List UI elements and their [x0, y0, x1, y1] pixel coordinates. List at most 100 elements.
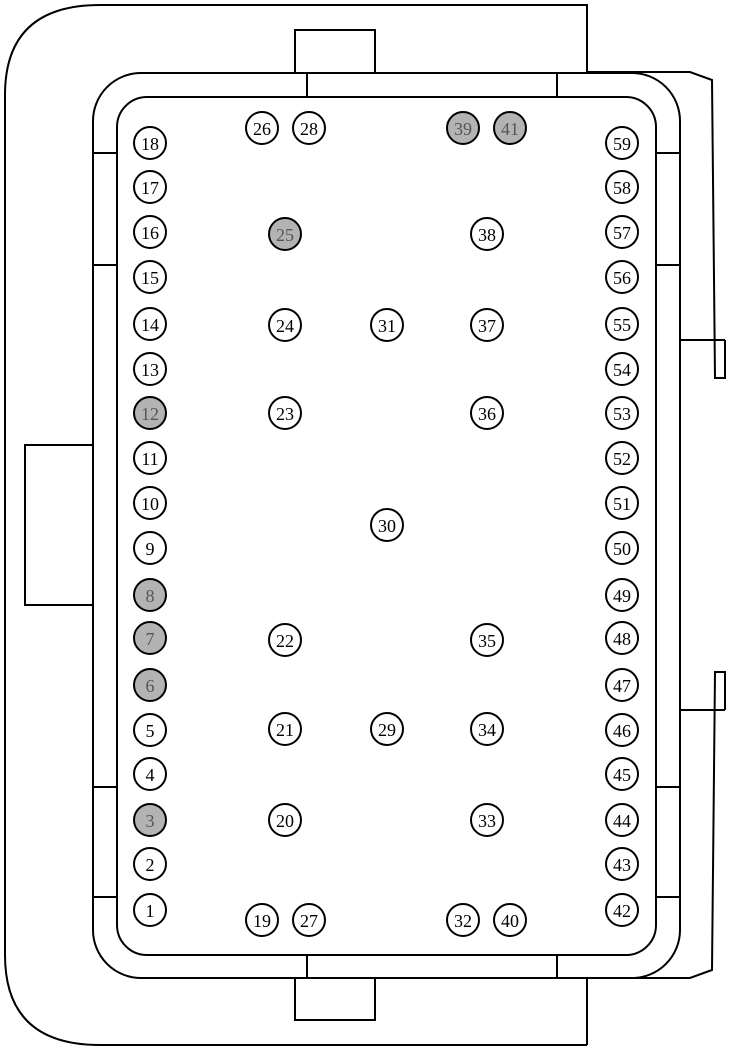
pin-label: 52: [613, 449, 631, 469]
pin-10: 10: [133, 486, 167, 520]
pin-circle: [446, 111, 480, 145]
pin-circle: [605, 260, 639, 294]
pin-circle: [268, 712, 302, 746]
pin-48: 48: [605, 621, 639, 655]
pin-circle: [133, 621, 167, 655]
pin-label: 54: [613, 360, 631, 380]
pin-circle: [268, 803, 302, 837]
pin-57: 57: [605, 215, 639, 249]
pin-label: 21: [276, 720, 294, 740]
pin-44: 44: [605, 803, 639, 837]
pin-label: 1: [146, 901, 155, 921]
pin-50: 50: [605, 531, 639, 565]
pin-46: 46: [605, 713, 639, 747]
pin-circle: [245, 111, 279, 145]
pin-36: 36: [470, 396, 504, 430]
pin-label: 47: [613, 676, 631, 696]
pin-circle: [605, 215, 639, 249]
pin-circle: [605, 441, 639, 475]
pin-2: 2: [133, 847, 167, 881]
pin-25: 25: [268, 217, 302, 251]
pin-27: 27: [292, 903, 326, 937]
pin-label: 26: [253, 119, 271, 139]
pin-circle: [133, 215, 167, 249]
pin-41: 41: [493, 111, 527, 145]
pin-circle: [470, 712, 504, 746]
pin-1: 1: [133, 893, 167, 927]
pin-3: 3: [133, 803, 167, 837]
pin-11: 11: [133, 441, 167, 475]
pin-circle: [470, 623, 504, 657]
connector-left-tab: [24, 444, 96, 606]
pin-circle: [268, 308, 302, 342]
pin-circle: [370, 308, 404, 342]
pin-23: 23: [268, 396, 302, 430]
pin-label: 15: [141, 268, 159, 288]
pin-14: 14: [133, 307, 167, 341]
connector-pin-field: [116, 96, 657, 956]
pin-circle: [133, 441, 167, 475]
pin-circle: [605, 578, 639, 612]
pin-circle: [292, 903, 326, 937]
pin-20: 20: [268, 803, 302, 837]
pin-31: 31: [370, 308, 404, 342]
pin-32: 32: [446, 903, 480, 937]
pin-label: 9: [146, 539, 155, 559]
pin-58: 58: [605, 170, 639, 204]
pin-label: 36: [478, 404, 496, 424]
pin-circle: [133, 170, 167, 204]
pin-47: 47: [605, 668, 639, 702]
pin-label: 30: [378, 516, 396, 536]
pin-circle: [605, 352, 639, 386]
pin-label: 23: [276, 404, 294, 424]
pin-53: 53: [605, 396, 639, 430]
pin-label: 53: [613, 404, 631, 424]
pin-label: 49: [613, 586, 631, 606]
pin-label: 48: [613, 629, 631, 649]
pin-label: 29: [378, 720, 396, 740]
pin-59: 59: [605, 126, 639, 160]
pin-30: 30: [370, 508, 404, 542]
pin-15: 15: [133, 260, 167, 294]
connector-housing-outline: [4, 4, 726, 1046]
pin-label: 5: [146, 721, 155, 741]
pin-circle: [245, 903, 279, 937]
pin-circle: [605, 486, 639, 520]
pin-6: 6: [133, 668, 167, 702]
connector-body-ticks: [93, 73, 680, 978]
pin-label: 43: [613, 855, 631, 875]
pin-21: 21: [268, 712, 302, 746]
pin-label: 39: [454, 119, 472, 139]
pin-circle: [605, 170, 639, 204]
pin-label: 56: [613, 268, 631, 288]
pin-label: 58: [613, 178, 631, 198]
pin-label: 22: [276, 631, 294, 651]
pin-56: 56: [605, 260, 639, 294]
pin-circle: [370, 508, 404, 542]
pin-4: 4: [133, 757, 167, 791]
connector-top-tab: [294, 29, 376, 76]
pin-circle: [133, 578, 167, 612]
pin-circle: [268, 623, 302, 657]
pin-circle: [292, 111, 326, 145]
connector-bottom-tab: [294, 974, 376, 1021]
pin-7: 7: [133, 621, 167, 655]
pin-label: 35: [478, 631, 496, 651]
pin-5: 5: [133, 713, 167, 747]
pin-circle: [470, 396, 504, 430]
pin-circle: [133, 396, 167, 430]
pin-label: 10: [141, 494, 159, 514]
pin-label: 24: [276, 316, 294, 336]
pin-34: 34: [470, 712, 504, 746]
pin-circle: [493, 111, 527, 145]
pin-37: 37: [470, 308, 504, 342]
pin-54: 54: [605, 352, 639, 386]
pin-circle: [605, 803, 639, 837]
pin-16: 16: [133, 215, 167, 249]
pin-circle: [605, 126, 639, 160]
pin-45: 45: [605, 757, 639, 791]
pin-label: 11: [141, 449, 158, 469]
pin-13: 13: [133, 352, 167, 386]
pin-33: 33: [470, 803, 504, 837]
pin-label: 18: [141, 134, 159, 154]
